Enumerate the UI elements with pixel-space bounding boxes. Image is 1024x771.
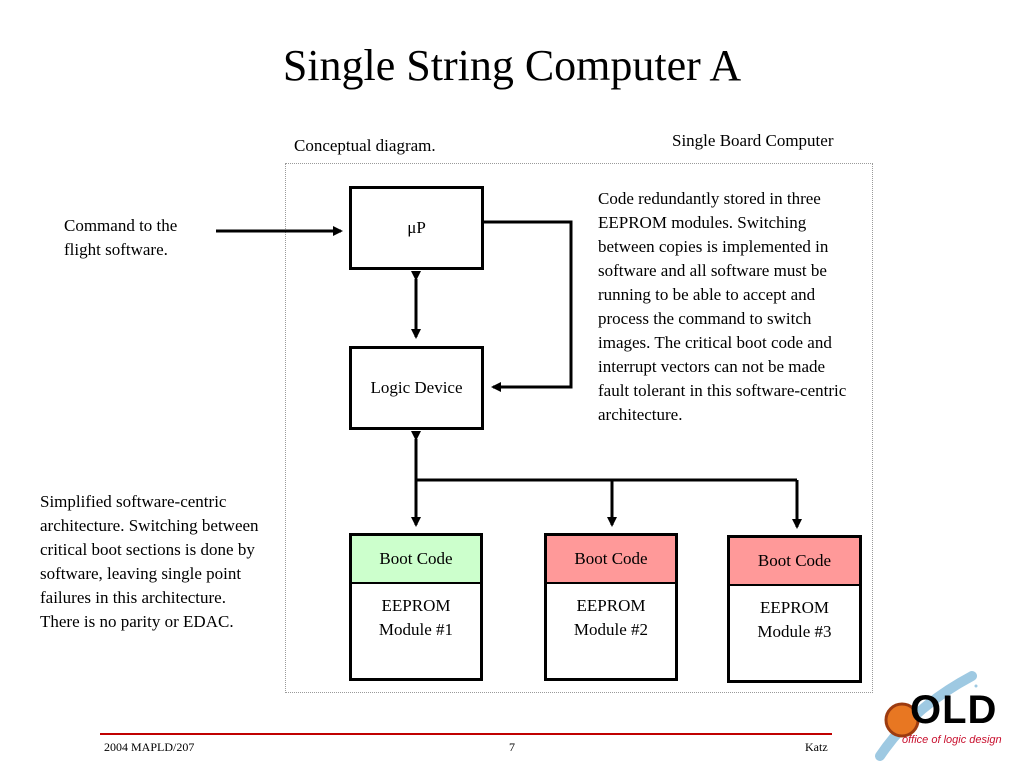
eeprom-module-label-3: EEPROM Module #3 bbox=[757, 598, 832, 641]
boot-code-label-2: Boot Code bbox=[574, 549, 648, 568]
footer-page-number: 7 bbox=[509, 740, 515, 754]
footer-conference: 2004 MAPLD/207 bbox=[104, 740, 195, 754]
boot-code-label-3: Boot Code bbox=[757, 551, 832, 570]
single-board-computer-boundary bbox=[285, 163, 873, 693]
boot-code-section-2: Boot Code bbox=[547, 536, 675, 584]
boot-code-label-1: Boot Code bbox=[379, 549, 453, 568]
eeprom-module-label-1: EEPROM Module #1 bbox=[378, 596, 454, 639]
logic-device-label: Logic Device bbox=[370, 378, 463, 397]
office-of-logic-design-logo: OLD office of logic design bbox=[872, 668, 1022, 766]
single-board-computer-label: Single Board Computer bbox=[672, 131, 834, 150]
footer-author: Katz bbox=[805, 740, 828, 754]
boot-code-section-3: Boot Code bbox=[730, 538, 859, 586]
logo-subtitle: office of logic design bbox=[902, 734, 1002, 746]
simplified-architecture-text: Simplified software-centric architecture… bbox=[40, 492, 259, 631]
up-to-logic-feedback-arrow bbox=[484, 220, 573, 392]
eeprom-module-2: Boot Code EEPROM Module #2 bbox=[544, 533, 678, 681]
microprocessor-label: μP bbox=[407, 218, 426, 237]
boot-code-section-1: Boot Code bbox=[352, 536, 480, 584]
slide-title: Single String Computer A bbox=[282, 41, 742, 90]
eeprom-module-1: Boot Code EEPROM Module #1 bbox=[349, 533, 483, 681]
logic-device-block: Logic Device bbox=[349, 346, 484, 430]
logo-wordmark: OLD bbox=[910, 688, 998, 732]
footer-rule bbox=[100, 733, 832, 735]
eeprom-module-3: Boot Code EEPROM Module #3 bbox=[727, 535, 862, 683]
description-text: Code redundantly stored in three EEPROM … bbox=[598, 189, 847, 424]
eeprom-module-label-2: EEPROM Module #2 bbox=[573, 596, 649, 639]
microprocessor-block: μP bbox=[349, 186, 484, 270]
logo-graphic bbox=[875, 671, 978, 761]
command-label: Command to the flight software. bbox=[64, 216, 178, 259]
conceptual-label: Conceptual diagram. bbox=[294, 136, 436, 155]
